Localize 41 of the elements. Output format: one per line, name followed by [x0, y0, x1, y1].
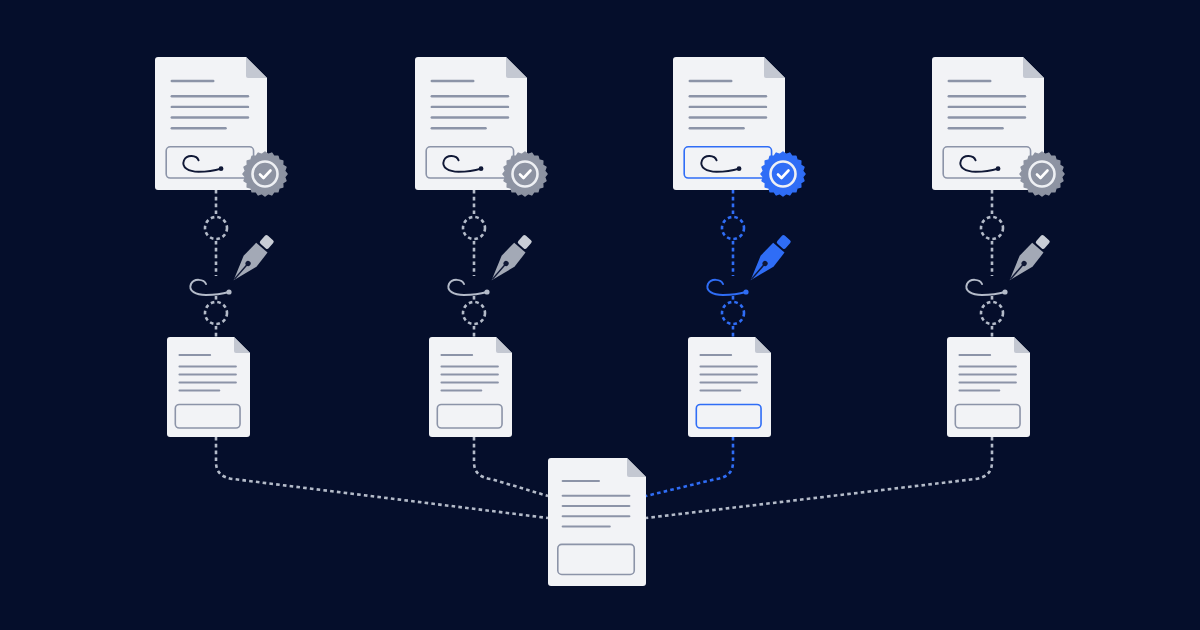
dashed-circle [461, 300, 487, 326]
dashed-circle [720, 215, 746, 241]
dashed-connector [731, 241, 735, 276]
dashed-circle [979, 215, 1005, 241]
document-icon [548, 458, 646, 586]
dashed-circle [720, 300, 746, 326]
dashed-connector [731, 296, 735, 300]
document-icon [167, 337, 250, 437]
document-icon [688, 337, 771, 437]
dashed-circle [461, 215, 487, 241]
dashed-connector [990, 326, 994, 337]
dashed-connector [214, 190, 218, 215]
dashed-connector [731, 326, 735, 337]
dashed-connector [990, 241, 994, 276]
signed-document-icon [932, 57, 1044, 190]
signature-squiggle [444, 276, 492, 296]
dashed-circle [979, 300, 1005, 326]
signature-squiggle [962, 276, 1010, 296]
dashed-connector [472, 326, 476, 337]
dashed-connector [214, 326, 218, 337]
dashed-connector [990, 190, 994, 215]
signature-squiggle [186, 276, 234, 296]
document-icon [429, 337, 512, 437]
signed-document-icon [673, 57, 785, 190]
signature-squiggle [703, 276, 751, 296]
document-icon [947, 337, 1030, 437]
dashed-connector [472, 296, 476, 300]
signed-document-icon [155, 57, 267, 190]
dashed-circle [203, 215, 229, 241]
dashed-connector [472, 437, 549, 498]
dashed-connector [645, 437, 735, 498]
signed-document-icon [415, 57, 527, 190]
dashed-connector [731, 190, 735, 215]
dashed-connector [214, 296, 218, 300]
dashed-connector [472, 190, 476, 215]
dashed-connector [990, 296, 994, 300]
dashed-connector [214, 437, 549, 520]
dashed-circle [203, 300, 229, 326]
dashed-connector [214, 241, 218, 276]
dashed-connector [645, 437, 994, 520]
dashed-connector [472, 241, 476, 276]
